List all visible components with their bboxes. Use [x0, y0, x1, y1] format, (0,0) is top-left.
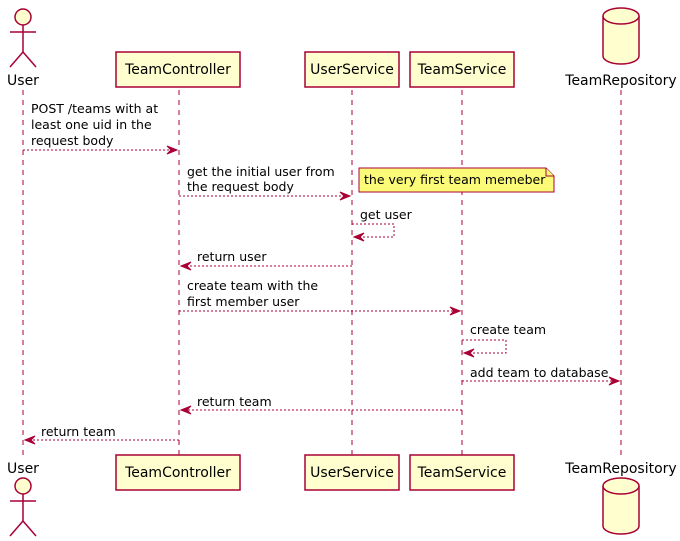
participant-label-team-controller: TeamController [124, 62, 231, 78]
participant-team-service-bottom: TeamService [409, 454, 515, 491]
participant-user-service-bottom: UserService [304, 454, 400, 491]
participant-label-team-service: TeamService [417, 62, 507, 78]
actor-icon [9, 8, 37, 68]
message-create-team-with-first-member: create team with the first member user [179, 278, 462, 316]
actor-user-bottom: User [7, 461, 39, 537]
message-post-teams: POST /teams with at least one uid in the… [23, 101, 179, 155]
note-text: the very first team memeber [364, 172, 546, 187]
message-text: return user [197, 249, 267, 264]
message-text: create team with the [187, 278, 318, 293]
database-icon [602, 477, 640, 535]
participant-team-controller-top: TeamController [115, 51, 241, 88]
arrowhead [462, 348, 475, 358]
participant-label-user: User [7, 73, 39, 89]
participant-team-repository-bottom: TeamRepository [564, 461, 677, 535]
participant-label-user-service: UserService [310, 62, 394, 78]
message-text: POST /teams with at [31, 101, 158, 116]
note: the very first team memeber [358, 167, 555, 193]
message-add-team-to-database: add team to database [462, 365, 621, 386]
message-text: request body [31, 133, 114, 148]
message-text: add team to database [470, 365, 609, 380]
arrowhead [352, 232, 365, 242]
actor-user-top: User [7, 8, 39, 89]
message-return-user: return user [179, 249, 352, 271]
participant-label-team-repository: TeamRepository [564, 73, 676, 89]
message-text: first member user [187, 294, 300, 309]
participant-label-team-repository: TeamRepository [564, 461, 676, 477]
participant-label-team-service: TeamService [417, 465, 507, 481]
arrowhead [449, 306, 462, 316]
message-get-user: get user [352, 207, 413, 242]
participant-label-user-service: UserService [310, 465, 394, 481]
message-text: return team [41, 424, 116, 439]
message-text: get the initial user from [187, 164, 335, 179]
message-return-team-user: return team [23, 424, 179, 445]
message-create-team: create team [462, 322, 546, 358]
actor-icon [9, 477, 37, 537]
arrowhead [23, 435, 36, 445]
message-return-team-controller: return team [179, 394, 462, 415]
arrowhead [608, 376, 621, 386]
participant-team-repository-top: TeamRepository [564, 7, 677, 89]
database-icon [602, 7, 640, 65]
arrowhead [179, 405, 192, 415]
message-text: least one uid in the [31, 117, 152, 132]
participant-team-controller-bottom: TeamController [115, 454, 241, 491]
participant-team-service-top: TeamService [409, 51, 515, 88]
message-text: get user [360, 207, 413, 222]
message-text: return team [197, 394, 272, 409]
message-text: create team [470, 322, 546, 337]
arrowhead [339, 191, 352, 201]
arrowhead [166, 145, 179, 155]
message-text: the request body [187, 179, 294, 194]
participant-user-service-top: UserService [304, 51, 400, 88]
participant-label-user: User [7, 461, 39, 477]
arrowhead [179, 261, 192, 271]
message-get-initial-user: get the initial user from the request bo… [179, 164, 352, 201]
participant-label-team-controller: TeamController [124, 465, 231, 481]
